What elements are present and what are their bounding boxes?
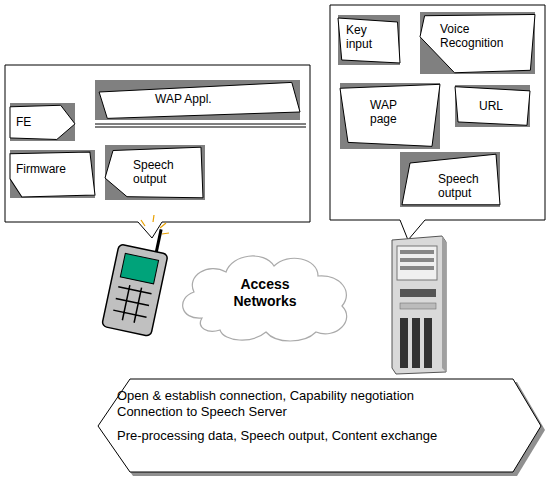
- shadowed-shape: Speech output: [105, 145, 205, 200]
- double-rule: [95, 127, 306, 128]
- shadowed-shape: Speech output: [400, 152, 500, 207]
- shadowed-shape: WAP page: [340, 83, 440, 149]
- shadowed-shape: Key input: [338, 15, 400, 65]
- shadowed-shape: FE: [10, 103, 75, 141]
- shape-label: URL: [479, 99, 519, 113]
- shadowed-shape: Firmware: [10, 150, 95, 198]
- shape-label: Speech output: [133, 158, 197, 186]
- band-text: Open & establish connection, Capability …: [117, 388, 462, 420]
- band-text: Pre-processing data, Speech output, Cont…: [117, 428, 462, 444]
- shape-label: Key input: [346, 23, 391, 51]
- shape-label: WAP Appl.: [155, 92, 245, 106]
- double-rule: [95, 124, 306, 125]
- callout-box: [5, 65, 310, 238]
- shape-label: FE: [16, 115, 56, 129]
- hexagon-band: Open & establish connection, Capability …: [95, 376, 547, 478]
- shape-label: Firmware: [16, 162, 86, 176]
- shadowed-shape: Voice Recognition: [420, 12, 535, 74]
- network-cloud: Access Networks: [172, 248, 358, 344]
- signal-waves: [141, 215, 169, 234]
- shadowed-shape: WAP Appl.: [95, 80, 300, 120]
- cloud-label: Access Networks: [220, 276, 310, 310]
- shape-label: Speech output: [438, 172, 494, 200]
- server-tower: [392, 236, 446, 374]
- shape-label: Voice Recognition: [440, 22, 520, 50]
- shape-label: WAP page: [370, 98, 410, 126]
- shadowed-shape: URL: [455, 85, 530, 127]
- callout-box: [330, 5, 545, 240]
- mobile-phone: [102, 221, 173, 336]
